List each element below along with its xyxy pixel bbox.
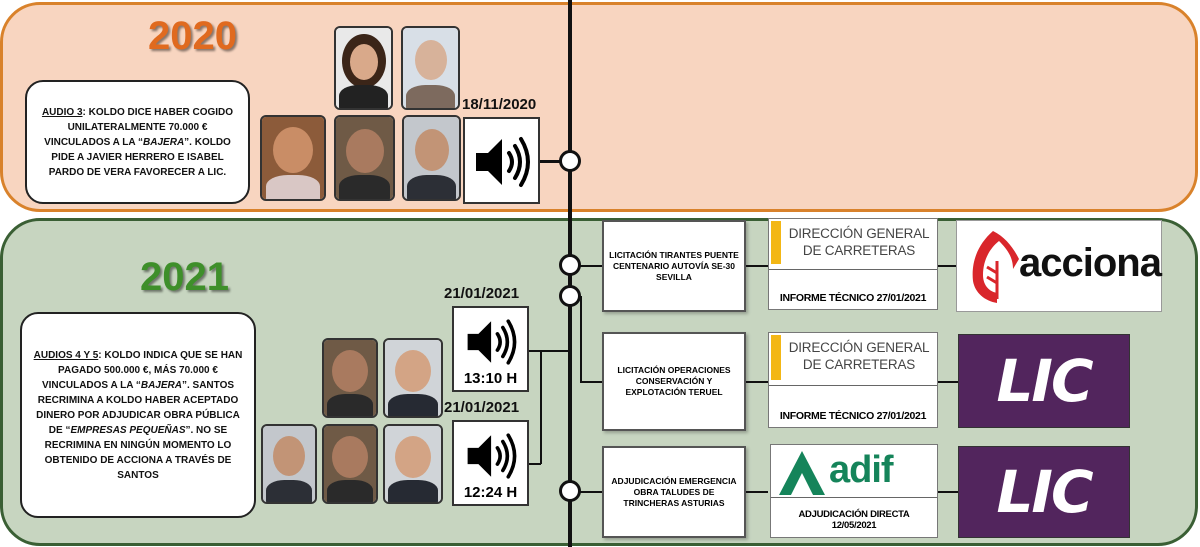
company-name: acciona	[1019, 241, 1162, 285]
speaker-icon	[467, 433, 517, 479]
divider	[771, 497, 937, 499]
year-2020-title: 2020	[148, 14, 237, 58]
agency-name: DIRECCIÓN GENERAL DE CARRETERAS	[788, 226, 930, 258]
company-name: LIC	[996, 458, 1093, 526]
connector-line	[580, 381, 603, 383]
lic-logo: LIC	[958, 334, 1130, 428]
person-photo	[261, 424, 317, 504]
acciona-logo: acciona	[956, 220, 1162, 312]
timeline-node	[559, 254, 581, 276]
contract-box: LICITACIÓN OPERACIONES CONSERVACIÓN Y EX…	[602, 332, 746, 431]
connector-line	[579, 265, 603, 267]
note-heading: AUDIO 3	[41, 106, 83, 118]
audio-date: 21/01/2021	[444, 399, 520, 416]
note-text: ”. SANTOS RECRIMINA A KOLDO HABER ACEPTA…	[36, 379, 240, 436]
connector-line	[746, 265, 768, 267]
contract-box: ADJUDICACIÓN EMERGENCIA OBRA TALUDES DE …	[602, 446, 746, 538]
dgc-logo-bar	[771, 221, 781, 265]
audio-clip-2020[interactable]	[463, 117, 540, 204]
audio-date: 18/11/2020	[462, 96, 537, 113]
connector-line	[540, 160, 570, 163]
connector-line	[579, 491, 603, 493]
document-label: INFORME TÉCNICO 27/01/2021	[779, 410, 927, 422]
timeline-node	[559, 480, 581, 502]
divider	[769, 268, 937, 270]
year-2021-title: 2021	[140, 255, 229, 299]
note-emphasis: BAJERA	[143, 136, 185, 148]
note-emphasis: EMPRESAS PEQUEÑAS	[70, 424, 186, 436]
audio-3-note: AUDIO 3: KOLDO DICE HABER COGIDO UNILATE…	[25, 80, 250, 204]
person-photo	[334, 26, 393, 110]
note-heading: AUDIOS 4 Y 5	[33, 349, 99, 361]
audio-time: 12:24 H	[463, 484, 518, 501]
divider	[769, 384, 937, 386]
adif-icon	[779, 451, 825, 495]
person-photo	[322, 338, 378, 418]
connector-line	[746, 381, 768, 383]
connector-line	[540, 350, 542, 464]
person-photo	[402, 115, 461, 201]
document-label: INFORME TÉCNICO 27/01/2021	[779, 292, 927, 304]
timeline-node	[559, 285, 581, 307]
connector-line	[938, 491, 958, 493]
note-text: : KOLDO DICE HABER COGIDO UNILATERALMENT…	[44, 106, 234, 148]
person-photo	[322, 424, 378, 504]
company-name: LIC	[996, 347, 1093, 415]
person-photo	[383, 424, 443, 504]
contract-box: LICITACIÓN TIRANTES PUENTE CENTENARIO AU…	[602, 220, 746, 312]
audio-time: 13:10 H	[463, 370, 518, 387]
audio-clip-2021-b[interactable]: 12:24 H	[452, 420, 529, 506]
dgc-document: DIRECCIÓN GENERAL DE CARRETERAS INFORME …	[768, 332, 938, 428]
person-photo	[401, 26, 460, 110]
person-photo	[334, 115, 395, 201]
acciona-leaf-icon	[972, 231, 1019, 303]
note-text: : KOLDO INDICA QUE SE HAN PAGADO 500.000…	[41, 349, 243, 391]
dgc-logo-bar	[771, 335, 781, 381]
agency-name: adif	[829, 449, 894, 491]
audio-date: 21/01/2021	[444, 285, 520, 302]
connector-line	[580, 296, 582, 382]
speaker-icon	[467, 319, 517, 365]
connector-line	[938, 265, 956, 267]
connector-line	[938, 381, 958, 383]
agency-name: DIRECCIÓN GENERAL DE CARRETERAS	[788, 340, 930, 372]
connector-line	[540, 350, 570, 352]
document-label: ADJUDICACIÓN DIRECTA 12/05/2021	[798, 509, 910, 531]
note-emphasis: BAJERA	[140, 379, 182, 391]
person-photo	[260, 115, 326, 201]
person-photo	[383, 338, 443, 418]
note-text: ”. KOLDO PIDE A JAVIER HERRERO E ISABEL …	[48, 136, 231, 178]
audio-clip-2021-a[interactable]: 13:10 H	[452, 306, 529, 392]
connector-line	[529, 463, 541, 465]
adif-document: adif ADJUDICACIÓN DIRECTA 12/05/2021	[770, 444, 938, 538]
connector-line	[746, 491, 768, 493]
note-text: ”. NO SE RECRIMINA EN NINGÚN MOMENTO LO …	[44, 424, 232, 481]
timeline-node	[559, 150, 581, 172]
lic-logo: LIC	[958, 446, 1130, 538]
dgc-document: DIRECCIÓN GENERAL DE CARRETERAS INFORME …	[768, 218, 938, 310]
speaker-icon	[476, 137, 530, 187]
audios-4-5-note: AUDIOS 4 Y 5: KOLDO INDICA QUE SE HAN PA…	[20, 312, 256, 518]
connector-line	[529, 350, 541, 352]
